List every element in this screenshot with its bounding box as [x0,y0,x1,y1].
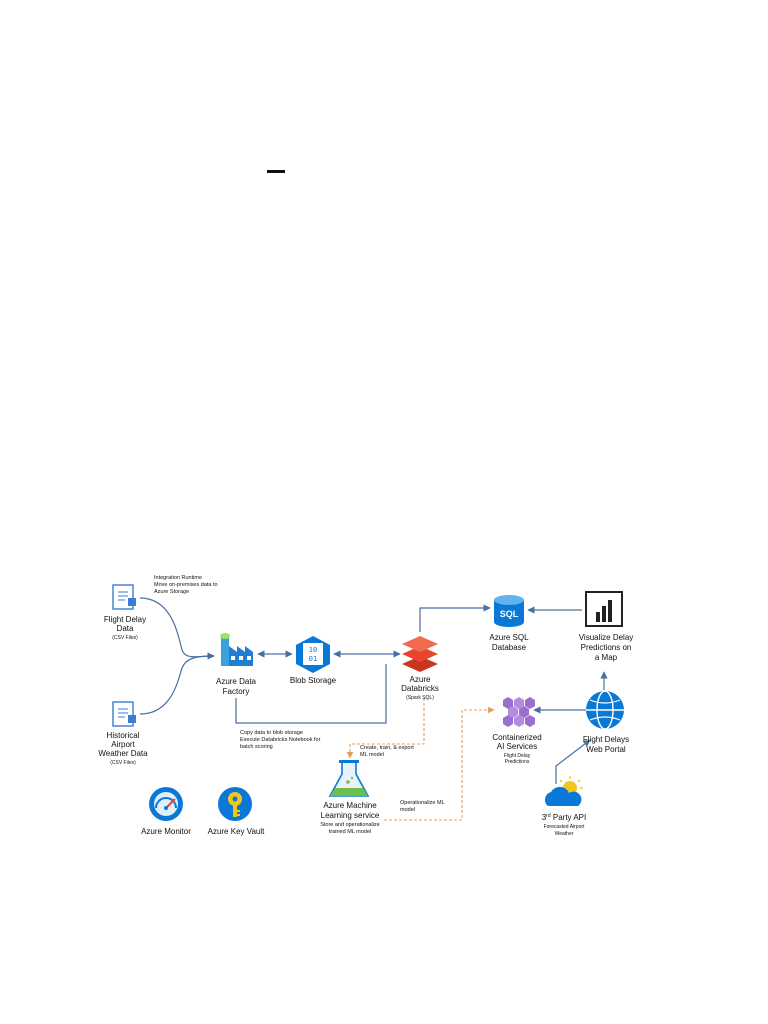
historical-sublabel: (CSV Files) [110,760,136,766]
connector-api-portal [555,739,591,784]
blob-icon-text-bottom: 01 [309,655,317,663]
powerbi-label-line2: Predictions on [581,643,632,652]
sql-database-icon: SQL [494,595,524,627]
annotation-create-line1: Create, train, & export [360,745,414,751]
ai-label-line1: Containerized [492,733,541,742]
ai-sublabel-line2: Predictions [505,759,530,765]
dashed-ml-ai [384,706,495,821]
sql-icon-text: SQL [500,609,519,619]
connector-flight-to-factory [139,597,215,658]
factory-icon [220,633,253,666]
dashed-connectors [346,698,495,821]
key-vault-icon [218,787,252,821]
dash-mark [267,170,285,173]
containerized-ai-icon [503,697,535,727]
annotation-copy-line1: Copy data to blob storage [240,730,303,736]
weather-api-icon [544,776,583,806]
connector-factory-databricks-loop [235,664,387,724]
annotation-operationalize-line2: model [400,807,415,813]
api-label: 3rd Party API [542,813,586,822]
annotation-integration-line1: Integration Runtime [154,575,202,581]
historical-doc-icon [112,701,136,727]
portal-label-line1: Flight Delays [583,735,629,744]
historical-label-line3: Weather Data [98,749,148,758]
azure-ml-flask-icon [328,760,370,797]
api-sublabel-line2: Weather [555,831,574,837]
web-portal-globe-icon [586,690,624,730]
databricks-icon [402,636,438,672]
data-factory-label-line1: Azure Data [216,677,257,686]
ai-label-line2: AI Services [497,742,537,751]
databricks-label-line1: Azure [410,675,431,684]
powerbi-label-line3: a Map [595,653,618,662]
dashed-databricks-ml [346,698,425,759]
flight-delay-sublabel: (CSV Files) [112,635,138,641]
ai-sublabel-line1: Flight Delay [504,753,531,759]
databricks-label-line2: Databricks [401,684,439,693]
annotation-copy-line2: Execute Databricks Notebook for [240,737,321,743]
flight-delay-label-line1: Flight Delay [104,615,146,624]
databricks-sublabel: (Spark SQL) [406,695,434,701]
historical-label-line1: Historical [107,731,140,740]
flight-delay-doc-icon [112,584,136,610]
annotation-integration-line2: Move on-premises data to [154,582,218,588]
annotation-copy-line3: batch scoring [240,744,273,750]
azure-monitor-gauge-icon [149,787,183,821]
portal-label-line2: Web Portal [586,745,626,754]
historical-label-line2: Airport [111,740,135,749]
blob-icon-text-top: 10 [309,646,317,654]
sql-label-line2: Database [492,643,527,652]
azure-monitor-label: Azure Monitor [141,827,191,836]
annotation-operationalize-line1: Operationalize ML [400,800,445,806]
azure-ml-sublabel-line1: Store and operationalize [320,822,380,828]
connectors [139,597,608,784]
connector-databricks-sql [419,604,491,632]
azure-ml-label-line1: Azure Machine [323,801,377,810]
data-factory-label-line2: Factory [223,687,250,696]
powerbi-label-line1: Visualize Delay [579,633,634,642]
blob-storage-icon: 10 01 [296,636,330,673]
power-bi-icon [585,591,623,627]
annotation-integration-line3: Azure Storage [154,589,189,595]
connector-historical-to-factory [139,652,215,715]
annotation-create-line2: ML model [360,752,384,758]
blob-storage-label: Blob Storage [290,676,337,685]
sql-label-line1: Azure SQL [489,633,529,642]
azure-ml-sublabel-line2: trained ML model [329,829,371,835]
key-vault-label: Azure Key Vault [208,827,266,836]
api-sublabel-line1: Forecasted Airport [544,824,585,830]
azure-ml-label-line2: Learning service [321,811,380,820]
flight-delay-label-line2: Data [117,624,134,633]
